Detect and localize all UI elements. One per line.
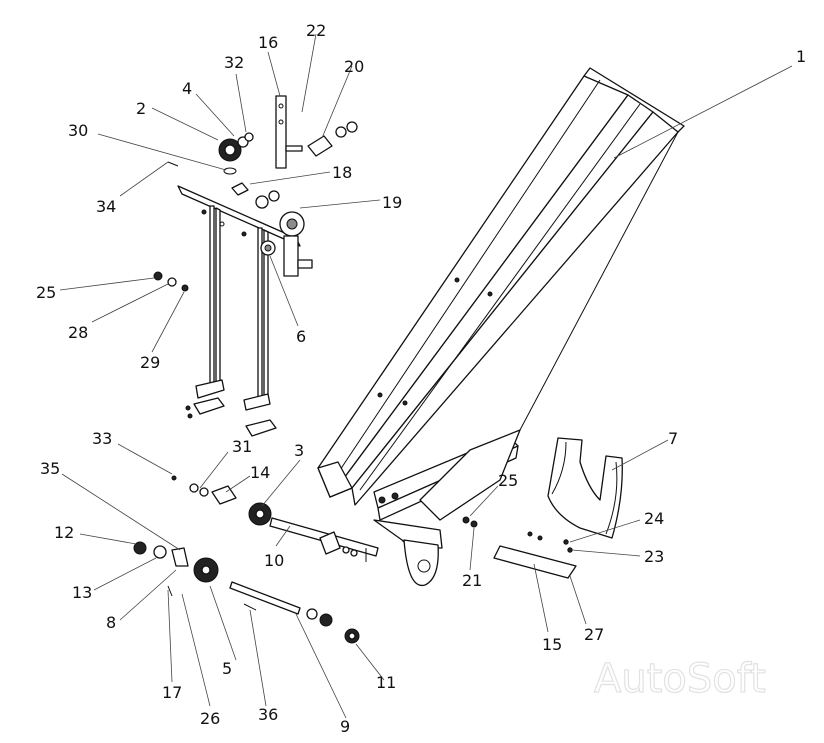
callout-6: 6 <box>296 327 306 346</box>
callout-33: 33 <box>92 429 112 448</box>
callout-22: 22 <box>306 21 326 40</box>
callout-27: 27 <box>584 625 604 644</box>
watermark-text: AutoSoft <box>594 656 766 702</box>
callout-35: 35 <box>40 459 60 478</box>
callout-2: 2 <box>136 99 146 118</box>
callout-25-lower: 25 <box>498 471 518 490</box>
callout-15: 15 <box>542 635 562 654</box>
callout-13: 13 <box>72 583 92 602</box>
bushing-part-20 <box>307 121 358 157</box>
support-bracket <box>373 429 521 587</box>
callout-9: 9 <box>340 717 350 736</box>
callout-28: 28 <box>68 323 88 342</box>
callouts: 1 2 3 4 5 6 7 8 9 10 11 12 13 14 15 16 1… <box>36 21 806 736</box>
leader-lines <box>59 33 793 719</box>
callout-20: 20 <box>344 57 364 76</box>
callout-12: 12 <box>54 523 74 542</box>
callout-8: 8 <box>106 613 116 632</box>
callout-32: 32 <box>224 53 244 72</box>
callout-31: 31 <box>232 437 252 456</box>
callout-30: 30 <box>68 121 88 140</box>
callout-18: 18 <box>332 163 352 182</box>
plate-part-15 <box>493 531 577 579</box>
callout-34: 34 <box>96 197 116 216</box>
chute-part-1 <box>317 67 685 506</box>
callout-29: 29 <box>140 353 160 372</box>
callout-14: 14 <box>250 463 270 482</box>
callout-36: 36 <box>258 705 278 724</box>
callout-26: 26 <box>200 709 220 728</box>
callout-4: 4 <box>182 79 192 98</box>
callout-25-upper: 25 <box>36 283 56 302</box>
shield-part-7 <box>547 437 623 539</box>
callout-24: 24 <box>644 509 664 528</box>
bar-part-16 <box>275 95 303 169</box>
callout-1: 1 <box>796 47 806 66</box>
upper-frame <box>177 185 301 437</box>
callout-23: 23 <box>644 547 664 566</box>
callout-5: 5 <box>222 659 232 678</box>
callout-17: 17 <box>162 683 182 702</box>
callout-10: 10 <box>264 551 284 570</box>
idler-assembly <box>255 190 313 277</box>
callout-19: 19 <box>382 193 402 212</box>
lower-shaft-assembly <box>133 475 478 644</box>
callout-21: 21 <box>462 571 482 590</box>
upper-hardware <box>153 132 254 292</box>
callout-16: 16 <box>258 33 278 52</box>
callout-3: 3 <box>294 441 304 460</box>
callout-11: 11 <box>376 673 396 692</box>
callout-7: 7 <box>668 429 678 448</box>
